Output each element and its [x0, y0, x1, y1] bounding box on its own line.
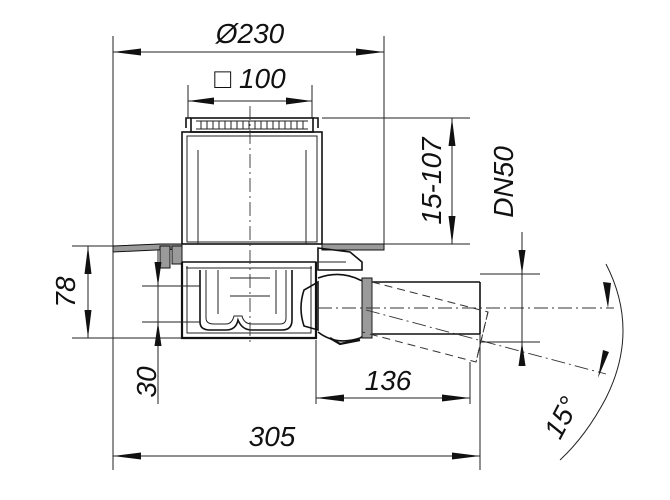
dimension-height-range: 15-107	[322, 117, 470, 245]
adjustable-upper-body	[181, 131, 323, 245]
outlet-pipe-tilted	[361, 281, 489, 363]
grate	[185, 117, 319, 133]
dimension-angle: 15°	[538, 263, 624, 461]
dimension-grate-size: □ 100	[187, 63, 313, 118]
flange	[112, 243, 385, 271]
height-30-label: 30	[131, 366, 162, 398]
dimension-outlet-length: 136	[315, 340, 471, 404]
odour-trap	[199, 270, 293, 331]
dimension-height-30: 30	[131, 250, 200, 404]
dimension-flange-diameter: Ø230	[112, 18, 385, 246]
drain-body	[112, 106, 614, 375]
height-78-label: 78	[50, 276, 81, 308]
angle-label: 15°	[538, 392, 585, 444]
dimension-total-length: 305	[112, 252, 481, 470]
flange-diameter-label: Ø230	[215, 18, 285, 49]
total-length-label: 305	[249, 421, 296, 452]
grate-size-label: □ 100	[214, 63, 286, 94]
outlet-length-label: 136	[365, 365, 412, 396]
dimension-outlet-size: DN50	[480, 146, 540, 366]
outlet-size-label: DN50	[488, 146, 519, 218]
lower-body	[180, 261, 318, 340]
height-range-label: 15-107	[416, 136, 447, 225]
dimension-height-78: 78	[50, 245, 182, 339]
